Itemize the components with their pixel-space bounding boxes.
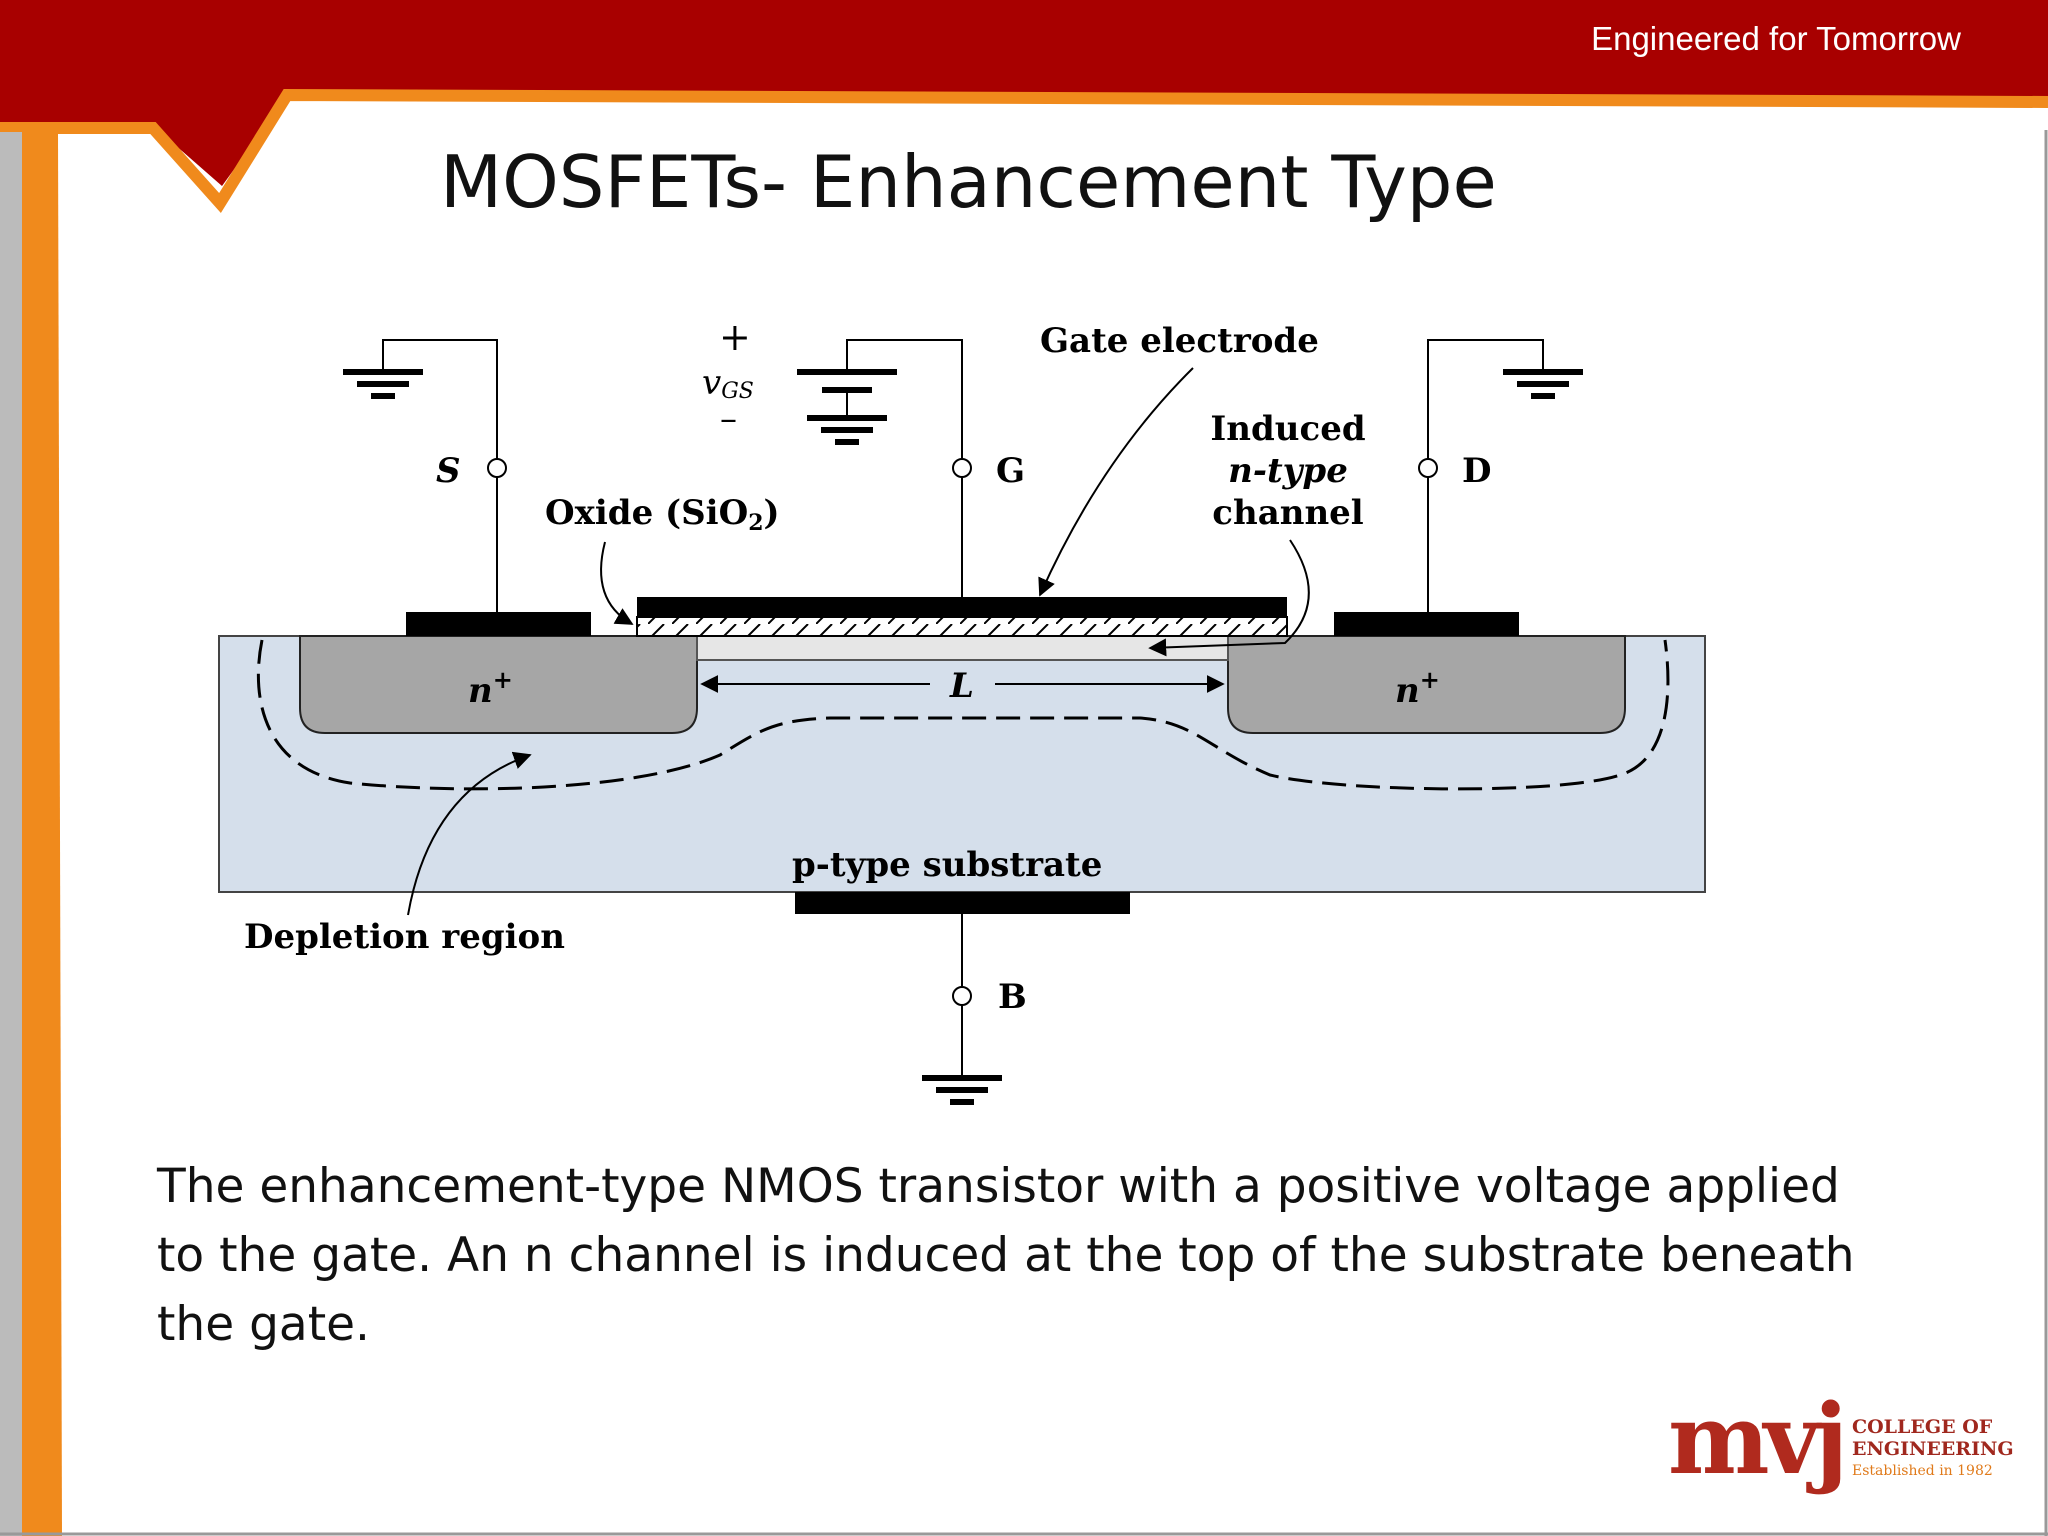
logo-line1: COLLEGE OF [1852, 1416, 1993, 1438]
channel-arrow [1148, 539, 1310, 657]
header-accent-line [0, 88, 2048, 213]
gate-terminal [952, 458, 972, 478]
n-plus-left-base: n [468, 671, 493, 711]
oxide-arrow [600, 541, 634, 625]
induced-channel [696, 635, 1229, 661]
oxide-label-suffix: ) [764, 493, 780, 533]
slide-caption: The enhancement-type NMOS transistor wit… [157, 1159, 1855, 1352]
body-ground-icon [922, 1075, 1002, 1105]
left-accent-shadow [0, 132, 22, 1536]
vgs-label: vGS [702, 363, 754, 404]
channel-length-label: L [949, 666, 974, 706]
induced-channel-label-line1: Induced [1210, 409, 1365, 449]
oxide-label-sub: 2 [748, 510, 763, 536]
n-plus-source-region [299, 635, 698, 734]
drain-terminal [1418, 458, 1438, 478]
body-label: B [998, 977, 1027, 1017]
drain-ground-icon [1503, 369, 1583, 399]
source-label: S [436, 451, 461, 491]
gate-electrode-arrow [1038, 367, 1194, 597]
logo-line2: ENGINEERING [1852, 1438, 2014, 1460]
source-contact [406, 612, 591, 636]
induced-channel-label-line2: n-type [1228, 451, 1348, 491]
vgs-symbol: v [702, 363, 721, 403]
n-plus-right-base: n [1395, 671, 1420, 711]
vgs-plus-label: + [719, 315, 751, 359]
logo-brand: mvj [1668, 1383, 1842, 1496]
header-tagline: Engineered for Tomorrow [1591, 20, 1961, 57]
n-plus-right-sup: + [1420, 665, 1440, 694]
logo-line3: Established in 1982 [1852, 1463, 1993, 1479]
gate-wire [846, 339, 963, 597]
depletion-arrow [407, 751, 532, 916]
slide-title: MOSFETs- Enhancement Type [440, 140, 1497, 224]
gate-label: G [996, 451, 1025, 491]
left-accent-bar [22, 132, 62, 1536]
n-plus-left-label: n+ [468, 665, 513, 711]
n-plus-drain-region [1227, 635, 1626, 734]
depletion-boundary [256, 639, 1670, 791]
substrate-label: p-type substrate [792, 845, 1102, 885]
vgs-minus-label: – [720, 399, 737, 439]
gate-electrode [637, 597, 1287, 617]
n-plus-left-sup: + [493, 665, 513, 694]
oxide-label-prefix: Oxide (SiO [545, 493, 748, 533]
n-plus-right-label: n+ [1395, 665, 1440, 711]
source-terminal [487, 458, 507, 478]
vgs-subscript: GS [721, 379, 754, 404]
body-contact [795, 892, 1130, 914]
drain-contact [1334, 612, 1519, 636]
induced-channel-label-line3: channel [1212, 493, 1364, 533]
gate-electrode-label: Gate electrode [1040, 321, 1319, 361]
drain-label: D [1462, 451, 1491, 491]
college-logo: mvj COLLEGE OF ENGINEERING Established i… [1668, 1383, 2014, 1496]
oxide-layer [636, 616, 1288, 637]
source-ground-icon [343, 369, 423, 399]
body-terminal [952, 986, 972, 1006]
depletion-region-label: Depletion region [244, 917, 565, 957]
oxide-label: Oxide (SiO2) [545, 493, 780, 536]
